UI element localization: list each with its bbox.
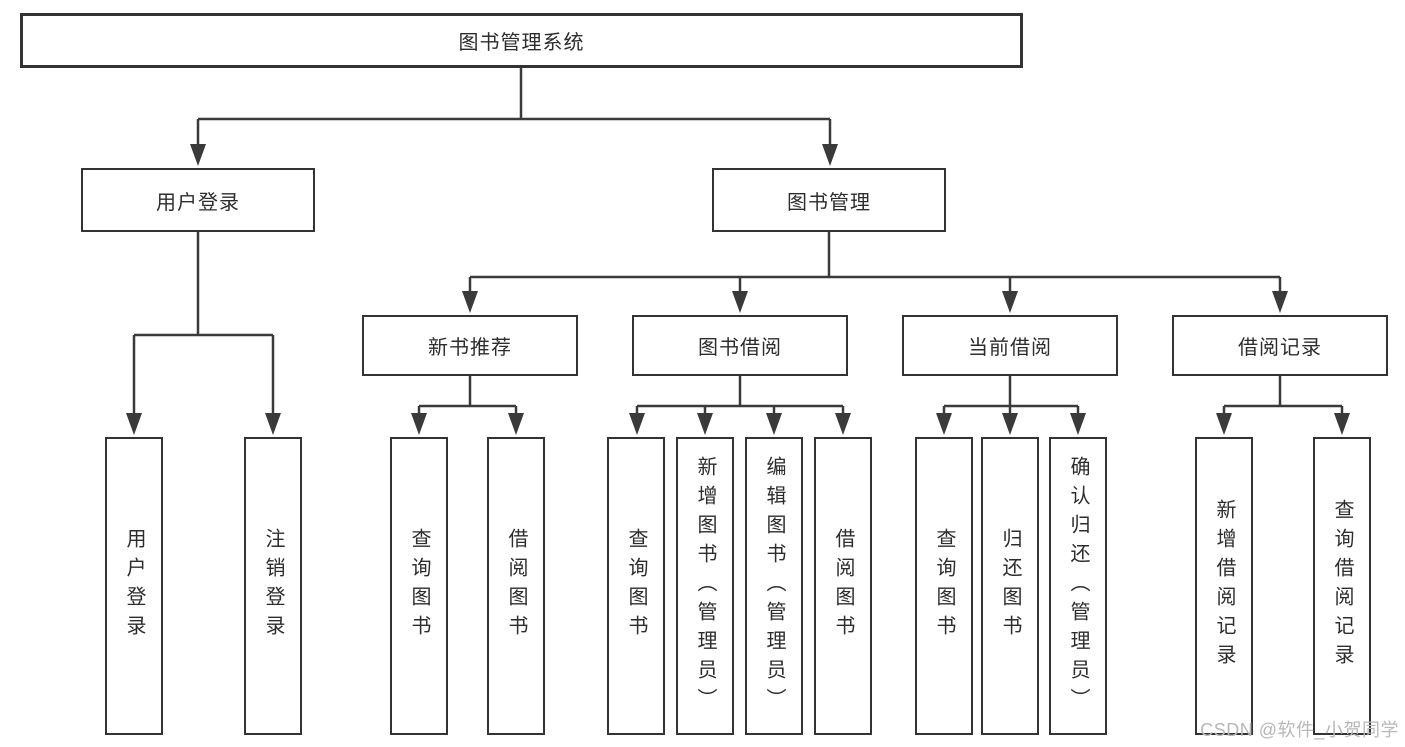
node-book-borrow: 图书借阅 (632, 315, 848, 376)
node-leaf-nb-borrow-label: 借阅图书 (505, 528, 527, 644)
node-current-borrow: 当前借阅 (902, 315, 1118, 376)
node-leaf-login: 用户登录 (105, 437, 163, 735)
node-leaf-bb-edit-label: 编辑图书（管理员） (763, 455, 785, 717)
arrowhead-book-mgmt (822, 144, 838, 166)
node-leaf-login-label: 用户登录 (123, 528, 145, 644)
node-leaf-bb-add-label: 新增图书（管理员） (694, 455, 716, 717)
node-leaf-br-query: 查询借阅记录 (1313, 437, 1371, 735)
node-user-login-label: 用户登录 (156, 191, 240, 214)
node-leaf-bb-borrow: 借阅图书 (814, 437, 872, 735)
node-leaf-br-add-label: 新增借阅记录 (1213, 499, 1235, 673)
arrowhead-leaf-bb-query (629, 413, 645, 435)
connector-book-borrow-children (635, 376, 845, 416)
arrowhead-new-books (462, 291, 478, 313)
arrowhead-leaf-login (126, 413, 142, 435)
arrowhead-leaf-bb-edit (766, 413, 782, 435)
arrowhead-leaf-nb-borrow (508, 413, 524, 435)
node-new-books-label: 新书推荐 (428, 337, 512, 359)
node-leaf-nb-query-label: 查询图书 (408, 528, 430, 644)
connector-book-mgmt-children (468, 232, 1282, 293)
node-leaf-nb-borrow: 借阅图书 (487, 437, 545, 735)
node-leaf-br-add: 新增借阅记录 (1195, 437, 1253, 735)
node-leaf-bb-query: 查询图书 (607, 437, 665, 735)
node-leaf-bb-borrow-label: 借阅图书 (832, 528, 854, 644)
node-borrow-records: 借阅记录 (1172, 315, 1388, 376)
arrowhead-leaf-logout (265, 413, 281, 435)
node-new-books: 新书推荐 (362, 315, 578, 376)
node-book-borrow-label: 图书借阅 (698, 337, 782, 359)
node-leaf-logout-label: 注销登录 (262, 528, 284, 644)
arrowhead-leaf-cb-query (936, 413, 952, 435)
node-leaf-br-query-label: 查询借阅记录 (1331, 499, 1353, 673)
arrowhead-leaf-br-add (1216, 413, 1232, 435)
connector-user-login-children (132, 232, 275, 416)
node-leaf-cb-return: 归还图书 (981, 437, 1039, 735)
arrowhead-current-borrow (1002, 291, 1018, 313)
connector-new-books-children (417, 376, 518, 416)
node-leaf-bb-add: 新增图书（管理员） (676, 437, 734, 735)
arrowhead-book-borrow (732, 291, 748, 313)
arrowhead-leaf-cb-return (1002, 413, 1018, 435)
node-user-login: 用户登录 (81, 168, 315, 232)
node-root: 图书管理系统 (20, 13, 1023, 68)
node-leaf-cb-confirm: 确认归还（管理员） (1049, 437, 1107, 735)
arrowhead-leaf-br-query (1334, 413, 1350, 435)
csdn-watermark: CSDN @软件_小贺同学 (1200, 720, 1399, 740)
node-leaf-cb-query: 查询图书 (915, 437, 973, 735)
node-current-borrow-label: 当前借阅 (968, 337, 1052, 359)
arrowhead-leaf-cb-confirm (1070, 413, 1086, 435)
node-leaf-bb-edit: 编辑图书（管理员） (745, 437, 803, 735)
connector-root-to-level2 (196, 68, 832, 146)
arrowhead-leaf-nb-query (411, 413, 427, 435)
node-leaf-logout: 注销登录 (244, 437, 302, 735)
node-leaf-cb-confirm-label: 确认归还（管理员） (1067, 455, 1089, 717)
node-book-mgmt-label: 图书管理 (787, 191, 871, 214)
node-borrow-records-label: 借阅记录 (1238, 337, 1322, 359)
arrowhead-leaf-bb-add (697, 413, 713, 435)
node-leaf-cb-return-label: 归还图书 (999, 528, 1021, 644)
node-leaf-bb-query-label: 查询图书 (625, 528, 647, 644)
arrowhead-leaf-bb-borrow (835, 413, 851, 435)
connector-current-borrow-children (942, 376, 1080, 416)
arrowhead-user-login (190, 144, 206, 166)
node-root-label: 图书管理系统 (458, 32, 585, 54)
connector-borrow-records-children (1222, 376, 1344, 416)
node-leaf-nb-query: 查询图书 (390, 437, 448, 735)
node-leaf-cb-query-label: 查询图书 (933, 528, 955, 644)
arrowhead-borrow-records (1272, 291, 1288, 313)
node-book-mgmt: 图书管理 (712, 168, 946, 232)
